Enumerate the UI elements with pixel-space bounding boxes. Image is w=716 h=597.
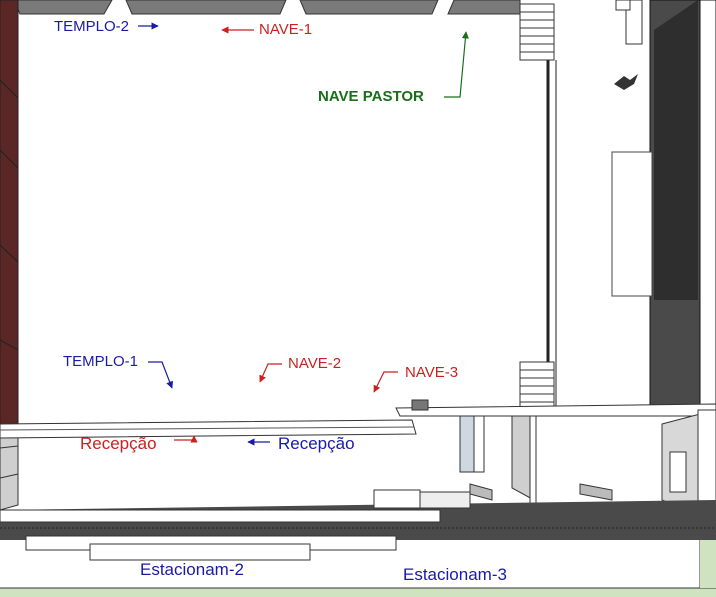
label-estacionam-2: Estacionam-2 (140, 560, 244, 579)
label-nave-1: NAVE-1 (259, 21, 313, 38)
main-hall-floor (18, 0, 548, 430)
parking-area (0, 535, 716, 597)
right-lower-platform (395, 399, 716, 521)
right-structure (546, 0, 716, 411)
label-estacionam-3: Estacionam-3 (403, 565, 507, 584)
annotation-arrows (138, 22, 469, 446)
arrow-nave-pastor (444, 31, 469, 98)
staircase-upper (519, 3, 555, 61)
label-templo-2: TEMPLO-2 (54, 18, 130, 35)
arrow-recepcao-left (174, 435, 198, 443)
arrow-nave-3 (373, 371, 398, 393)
label-templo-1: TEMPLO-1 (63, 353, 139, 370)
label-recepcao-left: Recepção (80, 434, 157, 453)
label-nave-pastor: NAVE PASTOR (318, 88, 424, 105)
label-recepcao-right: Recepção (278, 434, 355, 453)
label-nave-2: NAVE-2 (288, 355, 342, 372)
lower-floor-band (0, 489, 716, 540)
arrow-templo-1 (148, 361, 174, 389)
label-nave-3: NAVE-3 (405, 364, 459, 381)
arrow-nave-2 (259, 363, 282, 383)
staircase-lower (519, 361, 555, 409)
reception-wall (0, 419, 417, 439)
